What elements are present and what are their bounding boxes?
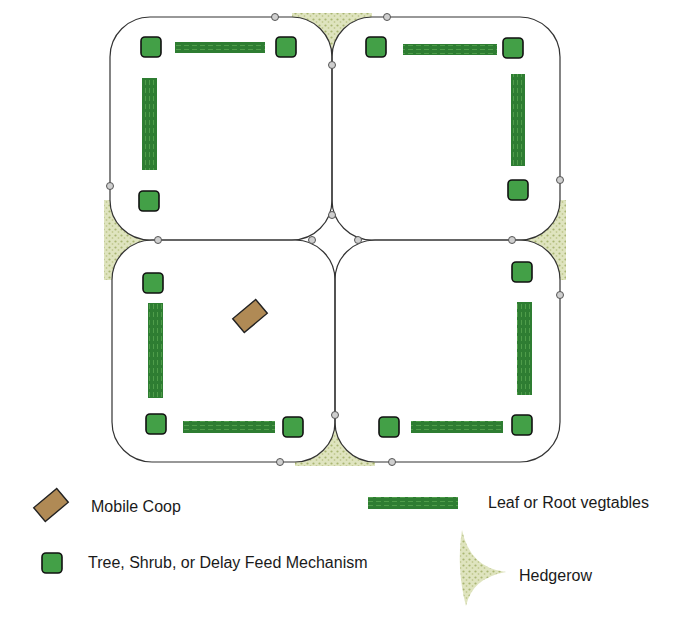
tree-symbol	[508, 180, 528, 200]
gate-dot	[272, 14, 279, 21]
tree-symbol	[379, 417, 399, 437]
paddock-outline	[110, 17, 332, 240]
gate-dot	[355, 237, 362, 244]
hedgerow-swatch	[460, 530, 506, 606]
mobile-coop	[233, 299, 268, 332]
gate-dot	[557, 177, 564, 184]
tree-symbol	[146, 414, 166, 434]
gate-dot	[329, 212, 336, 219]
legend-label: Leaf or Root vegtables	[488, 493, 649, 512]
vegetable-row	[511, 74, 525, 166]
gate-dot	[557, 292, 564, 299]
paddock-outline	[112, 240, 335, 462]
vegetable-row	[142, 78, 157, 170]
legend-label: Hedgerow	[519, 566, 592, 585]
vegetable-row	[403, 44, 497, 55]
coop-swatch	[34, 488, 69, 521]
tree-symbol	[503, 38, 523, 58]
gate-dot	[277, 459, 284, 466]
vegetable-row	[411, 421, 503, 433]
tree-symbol	[276, 37, 296, 57]
gate-dot	[155, 237, 162, 244]
legend-label: Mobile Coop	[91, 497, 181, 516]
vegetable-row	[517, 302, 532, 395]
vegetable-row	[183, 421, 275, 433]
tree-symbol	[512, 415, 532, 435]
tree-symbol	[366, 37, 386, 57]
vegetable-row	[148, 303, 163, 398]
gate-dot	[107, 183, 114, 190]
gate-dot	[332, 412, 339, 419]
tree-swatch	[42, 553, 62, 573]
gate-dot	[509, 237, 516, 244]
paddock-outline	[335, 240, 560, 462]
gate-dot	[389, 459, 396, 466]
legend-label: Tree, Shrub, or Delay Feed Mechanism	[88, 553, 368, 572]
tree-symbol	[139, 191, 159, 211]
tree-symbol	[512, 262, 532, 282]
paddock-outline	[332, 17, 560, 240]
tree-symbol	[141, 37, 161, 57]
tree-symbol	[143, 273, 163, 293]
vegetable-row	[175, 42, 265, 53]
gate-dot	[329, 62, 336, 69]
tree-symbol	[283, 417, 303, 437]
gate-dot	[384, 14, 391, 21]
gate-dot	[309, 237, 316, 244]
vegetable-swatch	[368, 497, 458, 509]
